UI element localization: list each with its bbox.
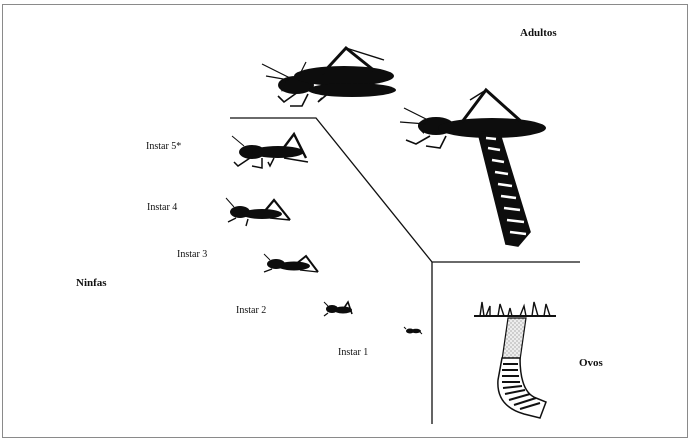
eggs-label: Ovos bbox=[579, 357, 603, 369]
adult-locust-icon bbox=[262, 48, 396, 106]
egg-pod-icon bbox=[474, 302, 556, 418]
nymphs-label: Ninfas bbox=[76, 277, 107, 289]
instar-4-label: Instar 4 bbox=[147, 202, 177, 213]
instar-1-nymph-icon bbox=[404, 327, 422, 334]
adults-label: Adultos bbox=[520, 27, 557, 39]
instar-5-label: Instar 5* bbox=[146, 141, 181, 152]
instar-2-nymph-icon bbox=[324, 302, 352, 316]
instar-5-nymph-icon bbox=[232, 134, 308, 168]
instar-2-label: Instar 2 bbox=[236, 305, 266, 316]
stage-divider-lines bbox=[230, 118, 580, 424]
instar-3-label: Instar 3 bbox=[177, 249, 207, 260]
instar-3-nymph-icon bbox=[264, 254, 318, 272]
adult-female-locust-icon bbox=[400, 90, 546, 246]
instar-4-nymph-icon bbox=[226, 198, 290, 226]
instar-1-label: Instar 1 bbox=[338, 347, 368, 358]
